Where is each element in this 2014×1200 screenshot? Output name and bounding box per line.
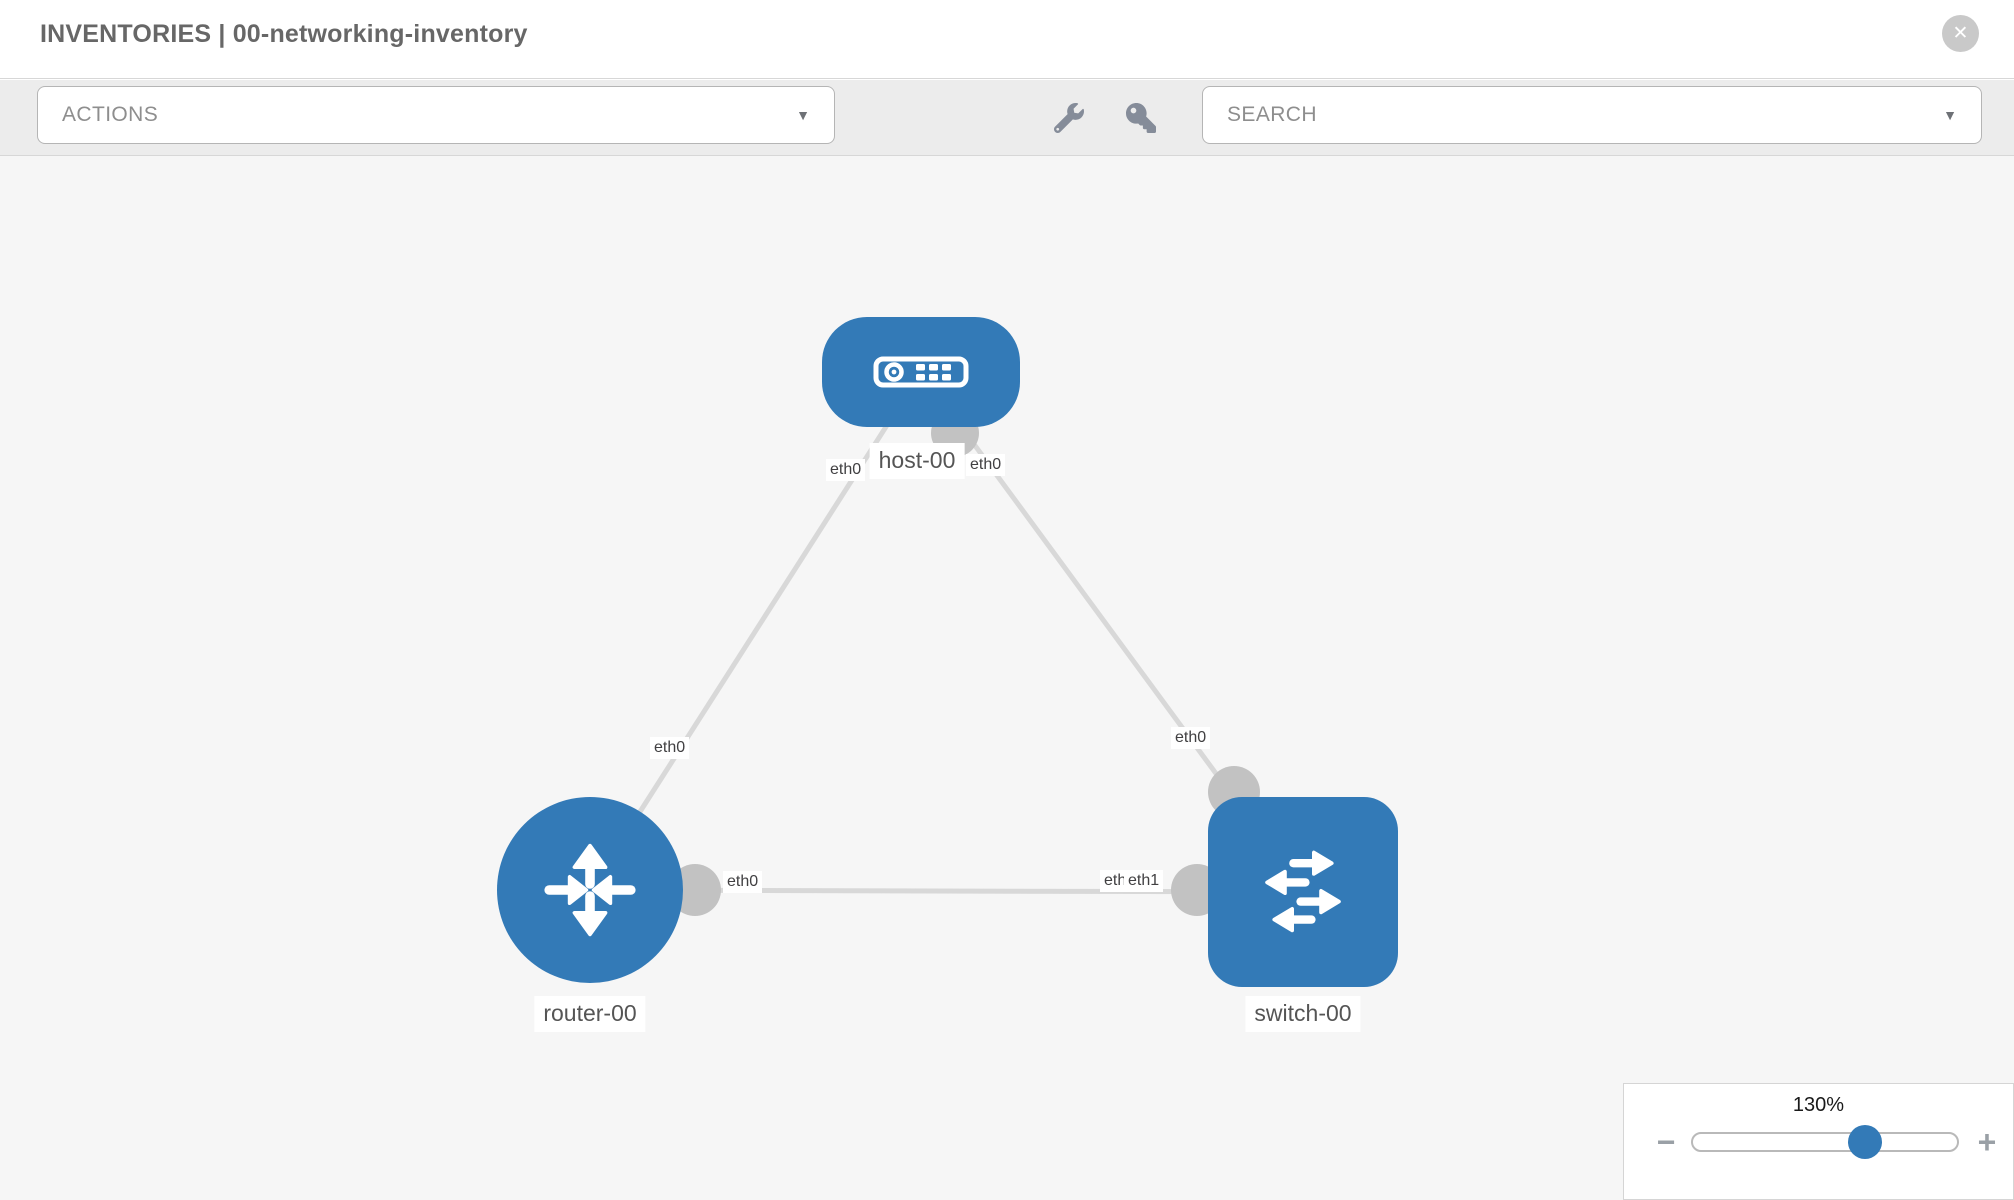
minus-icon: − — [1656, 1124, 1676, 1160]
actions-dropdown[interactable]: ACTIONS ▼ — [37, 86, 835, 144]
host-device-icon — [873, 356, 969, 388]
node-label-host-00: host-00 — [869, 443, 965, 479]
interface-label-switch-eth1-to-router: eth1 — [1124, 870, 1164, 892]
zoom-slider-handle[interactable] — [1848, 1125, 1882, 1159]
interface-label-router-eth0-to-switch: eth0 — [723, 871, 763, 893]
toolbar: ACTIONS ▼ SEARCH ▼ — [0, 80, 2014, 156]
interface-label-router-eth0-to-host: eth0 — [650, 737, 690, 759]
wrench-icon — [1053, 102, 1084, 133]
close-icon: ✕ — [1952, 23, 1969, 44]
zoom-control-panel: 130% − + — [1623, 1083, 2014, 1200]
interface-label-host-eth0-to-router: eth0 — [826, 459, 866, 481]
node-label-switch-00: switch-00 — [1245, 996, 1361, 1032]
zoom-value: 130% — [1792, 1094, 1845, 1116]
search-placeholder: SEARCH — [1227, 103, 1317, 126]
topology-canvas[interactable]: eth0 eth0 eth0 eth0 eth0 eth0 eth1 host-… — [0, 156, 2014, 1200]
node-switch-00[interactable] — [1208, 797, 1398, 987]
zoom-in-button[interactable]: + — [1967, 1122, 2007, 1162]
page-title: INVENTORIES | 00-networking-inventory — [40, 20, 528, 48]
plus-icon: + — [1977, 1124, 1997, 1160]
node-host-00[interactable] — [822, 317, 1020, 427]
router-arrows-icon — [544, 843, 636, 937]
key-icon — [1126, 102, 1156, 133]
node-router-00[interactable] — [497, 797, 683, 983]
actions-dropdown-label: ACTIONS — [62, 103, 159, 126]
credentials-key-button[interactable] — [1124, 102, 1158, 136]
search-dropdown[interactable]: SEARCH ▼ — [1202, 86, 1982, 144]
close-button[interactable]: ✕ — [1942, 15, 1979, 52]
zoom-slider-track[interactable] — [1691, 1125, 1959, 1159]
link-host-router[interactable] — [587, 370, 924, 892]
interface-label-host-eth0-to-switch: eth0 — [966, 454, 1006, 476]
links-layer — [587, 370, 1306, 916]
zoom-out-button[interactable]: − — [1646, 1122, 1686, 1162]
interface-label-switch-eth0-to-host: eth0 — [1171, 727, 1211, 749]
node-label-router-00: router-00 — [534, 996, 646, 1032]
chevron-down-icon: ▼ — [1943, 107, 1957, 123]
configure-tools-button[interactable] — [1052, 102, 1086, 136]
window-header: INVENTORIES | 00-networking-inventory ✕ — [0, 0, 2014, 79]
switch-arrows-icon — [1265, 850, 1341, 933]
chevron-down-icon: ▼ — [796, 107, 810, 123]
